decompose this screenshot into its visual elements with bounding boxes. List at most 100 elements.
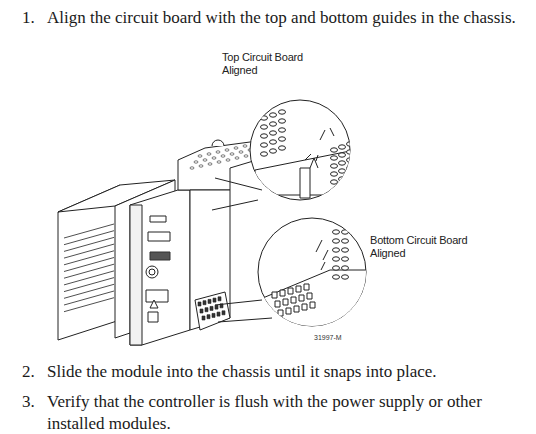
illustration-stroke (213, 298, 216, 302)
illustration-stroke (270, 149, 277, 153)
illustration-stroke (205, 308, 208, 312)
illustration-stroke (286, 308, 291, 314)
illustration-stroke (64, 244, 114, 258)
illustration-stroke (331, 172, 338, 176)
illustration-stroke (64, 258, 114, 272)
illustration-stroke (342, 230, 349, 234)
illustration-stroke (261, 143, 268, 147)
illustration-stroke (198, 297, 225, 320)
illustration-stroke (333, 266, 340, 270)
step-text: Align the circuit board with the top and… (47, 7, 517, 29)
illustration-stroke (239, 151, 243, 153)
illustration-stroke (275, 301, 280, 307)
illustration-stroke (300, 168, 310, 198)
illustration-stroke (202, 316, 205, 320)
illustration-stroke (333, 239, 340, 243)
illustration-stroke (347, 166, 354, 170)
illustration-stroke (347, 174, 354, 178)
illustration-stroke (255, 110, 355, 198)
illustration-stroke (283, 299, 288, 305)
illustration-stroke (218, 297, 221, 301)
illustration-stroke (279, 119, 286, 123)
illustration-stroke (279, 137, 286, 141)
illustration-stroke (347, 158, 354, 162)
illustration-stroke (217, 161, 221, 163)
illustration-stroke (190, 190, 230, 330)
illustration-stroke (230, 153, 234, 155)
illustration-stroke (243, 145, 247, 147)
illustration-stroke (302, 304, 307, 310)
illustration-stroke (258, 270, 370, 330)
illustration-stroke (270, 122, 277, 126)
step-text: Verify that the controller is flush with… (47, 391, 515, 434)
illustration-stroke (304, 284, 309, 290)
illustration-stroke (203, 159, 207, 161)
illustration-stroke (294, 306, 299, 312)
illustration-stroke (299, 295, 304, 301)
illustration-stroke (215, 305, 218, 309)
illustration-stroke (342, 257, 349, 261)
illustration-stroke (203, 301, 206, 305)
leader-line (215, 300, 262, 305)
illustration-stroke (207, 153, 211, 155)
illustration-stroke (64, 224, 114, 312)
illustration-stroke (333, 230, 340, 234)
illustration-stroke (270, 113, 277, 117)
figure-number: 31997-M (314, 334, 354, 342)
illustration-stroke (198, 155, 202, 157)
illustration-stroke (288, 288, 293, 294)
illustration-stroke (261, 116, 268, 120)
controller-module (130, 190, 190, 345)
illustration-stroke (64, 298, 114, 312)
illustration-stroke (217, 312, 220, 316)
illustration-stroke (198, 302, 201, 306)
illustration-stroke (310, 302, 315, 308)
illustration-stroke (339, 161, 346, 165)
illustration-stroke (200, 309, 203, 313)
illustration-stroke (149, 269, 155, 275)
illustration-stroke (64, 291, 114, 305)
illustration-stroke (216, 151, 220, 153)
step-number: 3. (22, 391, 44, 413)
illustration-stroke (261, 134, 268, 138)
illustration-stroke (278, 310, 283, 316)
leader-line (215, 178, 262, 190)
illustration-stroke (261, 125, 268, 129)
illustration-stroke (199, 165, 203, 167)
step-number: 1. (22, 7, 44, 29)
illustration-stroke (225, 149, 229, 151)
illustration-stroke (146, 266, 158, 278)
illustration-stroke (331, 180, 338, 184)
illustration-stroke (331, 156, 338, 160)
illustration-stroke (150, 216, 166, 222)
illustration-stroke (305, 128, 334, 161)
illustration-stroke (331, 148, 338, 152)
illustration-stroke (270, 140, 277, 144)
illustration-stroke (64, 237, 114, 251)
step-text: Slide the module into the chassis until … (47, 361, 517, 383)
illustration-stroke (221, 155, 225, 157)
illustration-stroke (235, 157, 239, 159)
leader-line (212, 200, 258, 210)
illustration-stroke (316, 240, 328, 270)
illustration-stroke (64, 278, 114, 292)
illustration-stroke (234, 147, 238, 149)
illustration-stroke (279, 146, 286, 150)
illustration-stroke (64, 251, 114, 265)
illustration-stroke (64, 224, 114, 238)
illustration-stroke (208, 299, 211, 303)
illustration-stroke (339, 169, 346, 173)
illustration-stroke (279, 128, 286, 132)
illustration-stroke (272, 292, 277, 298)
illustration-stroke (226, 159, 230, 161)
step-number: 2. (22, 361, 44, 383)
illustration-stroke (342, 239, 349, 243)
callout-label: Bottom Circuit Board Aligned (370, 234, 480, 260)
illustration-stroke (291, 297, 296, 303)
illustration-stroke (339, 177, 346, 181)
illustration-stroke (339, 153, 346, 157)
illustration-stroke (244, 155, 248, 157)
illustration-stroke (194, 161, 198, 163)
illustration-stroke (64, 231, 114, 245)
illustration-stroke (296, 286, 301, 292)
